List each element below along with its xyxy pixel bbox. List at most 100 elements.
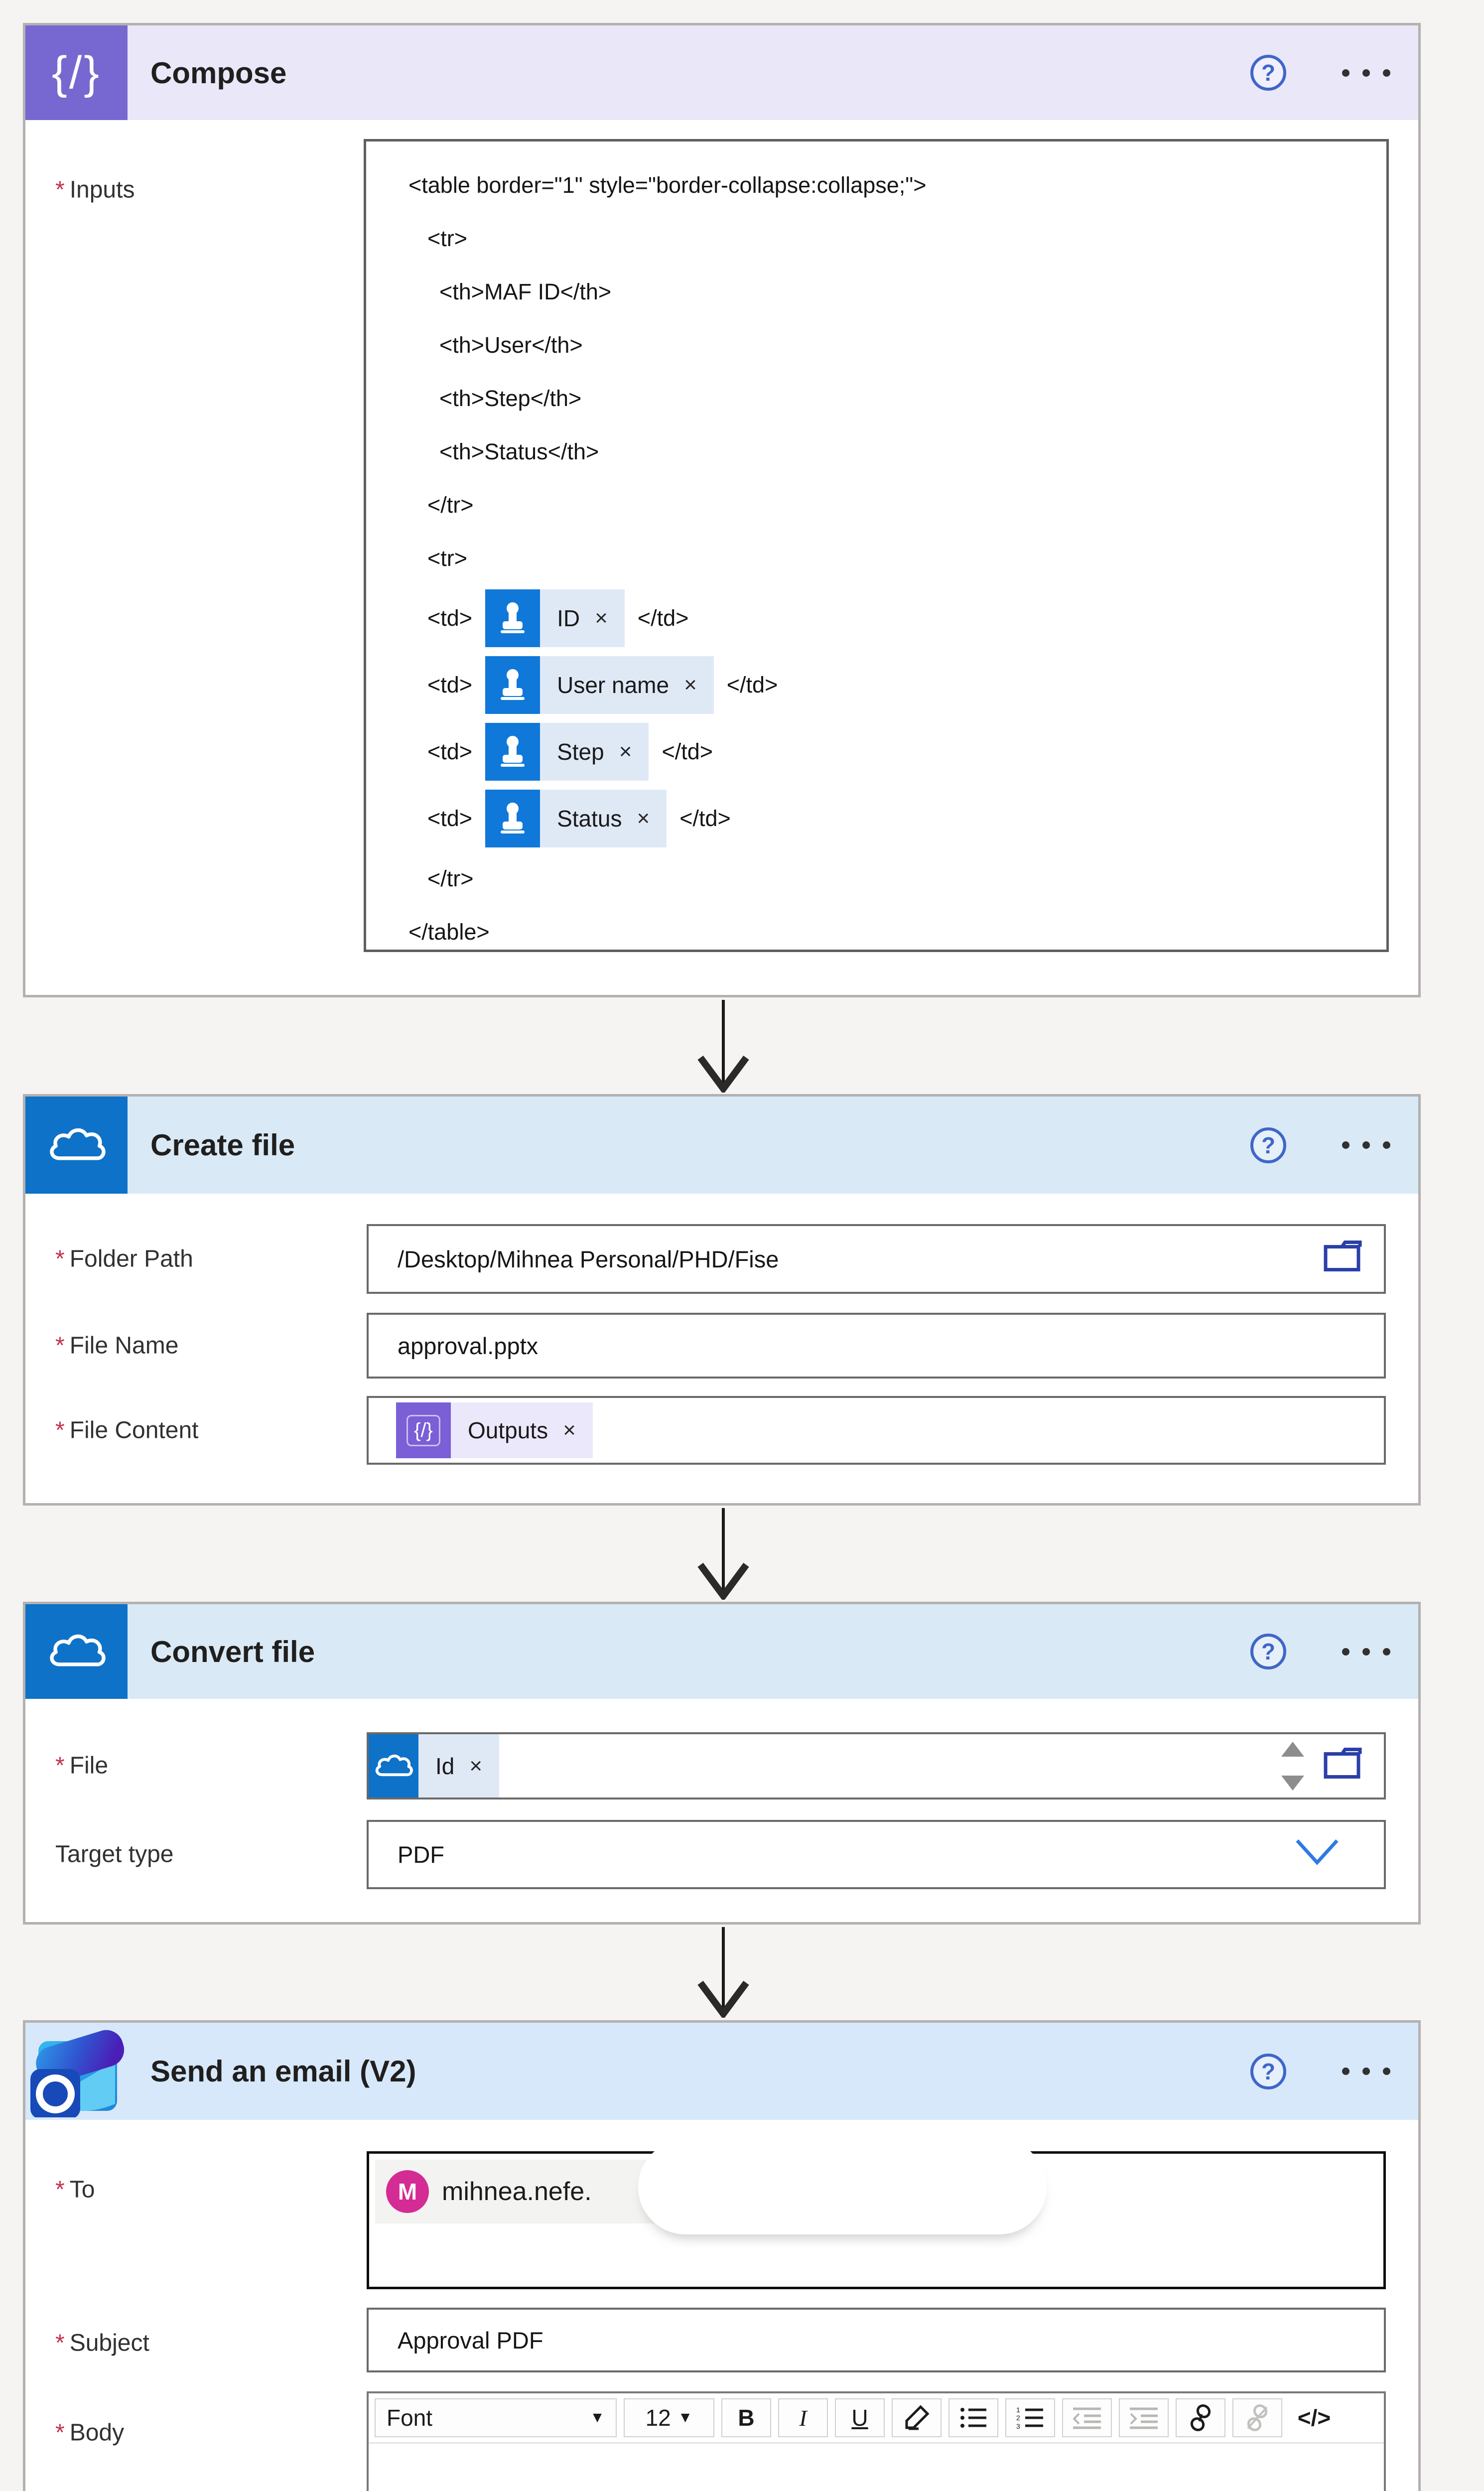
to-input[interactable]: M mihnea.nefe.: [367, 2140, 1386, 2289]
code-line-with-token: <td> User name× </td>: [427, 652, 1386, 718]
remove-token-icon[interactable]: ×: [563, 1418, 576, 1442]
file-name-input[interactable]: approval.pptx: [367, 1313, 1386, 1379]
file-content-input[interactable]: {/} Outputs×: [367, 1396, 1386, 1465]
remove-token-icon[interactable]: ×: [469, 1753, 483, 1778]
body-field-label: *Body: [55, 2419, 125, 2446]
card-title: Send an email (V2): [150, 2055, 416, 2088]
dynamic-token-outputs[interactable]: {/} Outputs×: [396, 1402, 593, 1458]
code-line-with-token: <td> Step× </td>: [427, 718, 1386, 785]
help-icon[interactable]: ?: [1250, 1127, 1286, 1163]
dynamic-token-status[interactable]: Status×: [485, 790, 667, 847]
compose-action-card: {/} Compose ? *Inputs <table border="1" …: [23, 23, 1421, 997]
outdent-button[interactable]: [1062, 2398, 1112, 2437]
bold-button[interactable]: B: [721, 2398, 771, 2437]
caret-down-icon: ▼: [677, 2409, 693, 2426]
spinner-down-icon: [1281, 1775, 1304, 1791]
code-line: </tr>: [427, 866, 474, 891]
send-email-action-card: Send an email (V2) ? *To M mihnea.nefe. …: [23, 2020, 1421, 2491]
code-line: </tr>: [427, 492, 474, 518]
dynamic-token-id-file[interactable]: Id×: [369, 1734, 500, 1798]
approvals-token-icon: [485, 589, 540, 647]
remove-token-icon[interactable]: ×: [684, 673, 697, 697]
file-content-field-label: *File Content: [55, 1417, 199, 1444]
approvals-token-icon: [485, 790, 540, 847]
file-input[interactable]: Id×: [367, 1732, 1386, 1799]
remove-token-icon[interactable]: ×: [595, 606, 608, 630]
convert-file-action-card: Convert file ? *File Id× Target type PD: [23, 1602, 1421, 1925]
chevron-down-icon[interactable]: [1294, 1837, 1340, 1872]
menu-dots-icon[interactable]: [1342, 1141, 1390, 1149]
onedrive-token-icon: [369, 1734, 418, 1798]
create-file-card-header[interactable]: Create file ?: [25, 1097, 1418, 1194]
menu-dots-icon[interactable]: [1342, 2068, 1390, 2075]
approvals-token-icon: [485, 723, 540, 781]
flow-arrow-icon: [697, 1508, 749, 1600]
help-icon[interactable]: ?: [1250, 55, 1286, 91]
card-title: Create file: [150, 1128, 295, 1162]
dynamic-token-step[interactable]: Step×: [485, 723, 649, 781]
code-line: <tr>: [427, 226, 468, 251]
compose-connector-icon: {/}: [25, 25, 128, 120]
insert-link-button[interactable]: [1176, 2398, 1225, 2437]
svg-text:3: 3: [1016, 2422, 1020, 2430]
value-spinner[interactable]: [1281, 1741, 1304, 1791]
code-line-with-token: <td> Status× </td>: [427, 785, 1386, 852]
code-line: <th>Step</th>: [439, 386, 582, 411]
dynamic-token-id[interactable]: ID×: [485, 589, 625, 647]
create-file-action-card: Create file ? *Folder Path /Desktop/Mihn…: [23, 1094, 1421, 1506]
compose-outputs-token-icon: {/}: [396, 1402, 451, 1458]
subject-input[interactable]: Approval PDF: [367, 2308, 1386, 2372]
recipient-avatar: M: [386, 2170, 429, 2213]
remove-token-icon[interactable]: ×: [637, 806, 650, 830]
font-size-dropdown[interactable]: 12▼: [624, 2398, 714, 2437]
code-line: <th>MAF ID</th>: [439, 279, 612, 304]
send-email-card-header[interactable]: Send an email (V2) ?: [25, 2023, 1418, 2120]
help-icon[interactable]: ?: [1250, 2053, 1286, 2089]
code-line: </table>: [408, 919, 490, 945]
code-line: <tr>: [427, 546, 468, 571]
caret-down-icon: ▼: [590, 2409, 605, 2426]
code-line: <table border="1" style="border-collapse…: [408, 172, 927, 198]
highlight-pen-button[interactable]: [892, 2398, 942, 2437]
recipient-name: mihnea.nefe.: [442, 2177, 592, 2206]
file-picker-icon[interactable]: [1323, 1747, 1366, 1785]
subject-field-label: *Subject: [55, 2330, 149, 2356]
file-name-field-label: *File Name: [55, 1332, 179, 1359]
file-field-label: *File: [55, 1752, 109, 1779]
remove-link-button[interactable]: [1232, 2398, 1282, 2437]
bullet-list-button[interactable]: [948, 2398, 998, 2437]
remove-token-icon[interactable]: ×: [619, 739, 632, 764]
target-type-dropdown[interactable]: PDF: [367, 1820, 1386, 1889]
svg-text:1: 1: [1016, 2406, 1020, 2414]
help-icon[interactable]: ?: [1250, 1634, 1286, 1669]
inputs-field-label: *Inputs: [55, 176, 135, 203]
outlook-connector-icon: [25, 2023, 128, 2120]
folder-picker-icon[interactable]: [1323, 1240, 1366, 1278]
approvals-token-icon: [485, 656, 540, 714]
compose-card-header[interactable]: {/} Compose ?: [25, 25, 1418, 120]
card-title: Compose: [150, 56, 287, 90]
font-family-dropdown[interactable]: Font▼: [375, 2398, 617, 2437]
card-title: Convert file: [150, 1635, 315, 1668]
convert-file-card-header[interactable]: Convert file ?: [25, 1604, 1418, 1699]
recipient-chip[interactable]: M mihnea.nefe.: [375, 2160, 654, 2223]
code-line: <th>User</th>: [439, 332, 583, 358]
svg-text:2: 2: [1016, 2414, 1020, 2422]
to-field-label: *To: [55, 2176, 95, 2203]
menu-dots-icon[interactable]: [1342, 1648, 1390, 1656]
folder-path-input[interactable]: /Desktop/Mihnea Personal/PHD/Fise: [367, 1224, 1386, 1294]
indent-button[interactable]: [1119, 2398, 1169, 2437]
code-line: <th>Status</th>: [439, 439, 599, 464]
inputs-code-editor[interactable]: <table border="1" style="border-collapse…: [364, 139, 1389, 952]
underline-button[interactable]: U: [835, 2398, 885, 2437]
menu-dots-icon[interactable]: [1342, 69, 1390, 77]
code-view-button[interactable]: </>: [1297, 2405, 1331, 2431]
italic-button[interactable]: I: [778, 2398, 828, 2437]
target-type-field-label: Target type: [55, 1841, 174, 1868]
flow-arrow-icon: [697, 1000, 749, 1093]
dynamic-token-user-name[interactable]: User name×: [485, 656, 714, 714]
onedrive-connector-icon: [25, 1604, 128, 1699]
